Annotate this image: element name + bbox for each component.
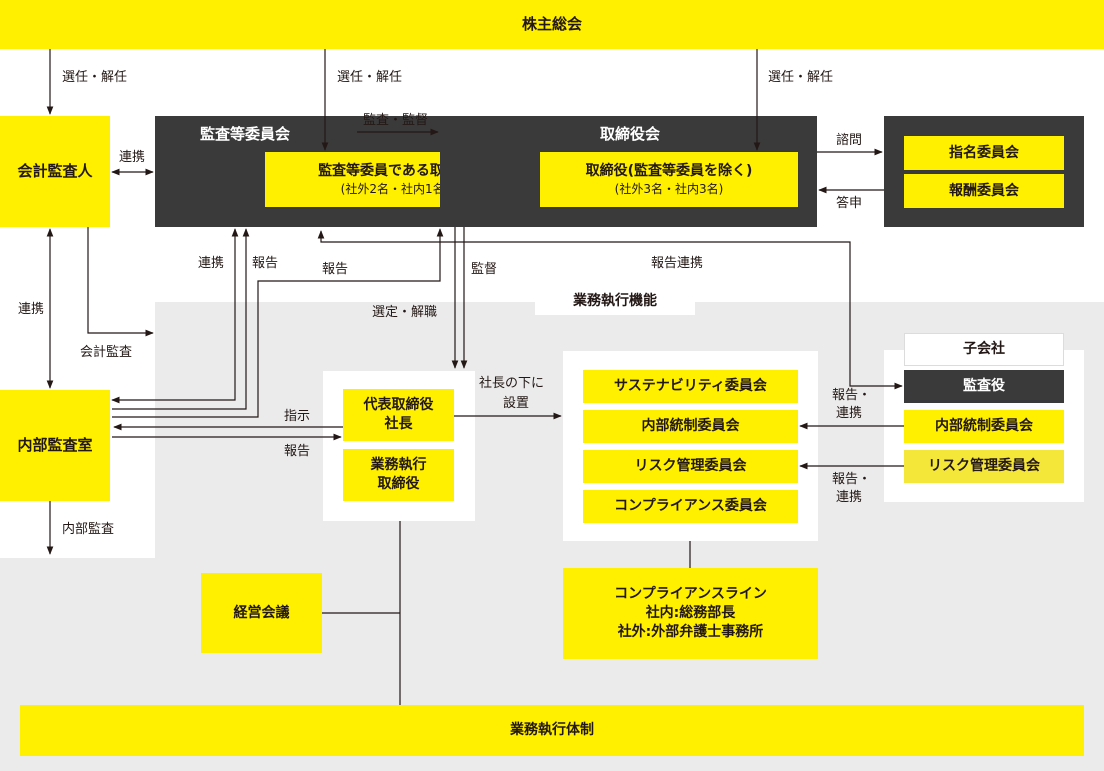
audit-director-line1: 監査等委員である取締役 xyxy=(318,163,472,179)
subsidiary-title: 子会社 xyxy=(904,333,1064,366)
subsidiary-risk-management: リスク管理委員会 xyxy=(904,450,1064,483)
label-supervise: 監督 xyxy=(471,262,498,277)
accounting-auditor: 会計監査人 xyxy=(0,116,110,227)
label-under-president-2: 設置 xyxy=(503,396,530,411)
compliance-line-3: 社外:外部弁護士事務所 xyxy=(617,624,764,640)
label-under-president-1: 社長の下に xyxy=(479,376,545,391)
internal-control-committee: 内部統制委員会 xyxy=(583,410,798,443)
label-coop-left: 連携 xyxy=(18,302,45,317)
compensation-committee: 報酬委員会 xyxy=(904,174,1064,208)
management-meeting: 経営会議 xyxy=(201,573,322,653)
label-select-dismiss: 選定・解職 xyxy=(372,305,438,320)
exec-line2: 取締役 xyxy=(377,476,420,492)
label-elect-2: 選任・解任 xyxy=(337,70,403,85)
audit-committee-title: 監査等委員会 xyxy=(200,125,291,143)
board-director: 取締役(監査等委員を除く) (社外3名・社内3名) xyxy=(540,152,798,207)
shareholders-meeting: 株主総会 xyxy=(0,0,1104,49)
label-internal-audit: 内部監査 xyxy=(62,522,115,537)
advisory-committees-block xyxy=(884,116,1084,227)
label-report-coop-1b: 連携 xyxy=(836,406,863,421)
arrow-coop-mid xyxy=(111,228,239,404)
compliance-line-box: コンプライアンスライン 社内:総務部長 社外:外部弁護士事務所 xyxy=(563,568,818,659)
subsidiary-auditor: 監査役 xyxy=(904,370,1064,403)
ceo-box: 代表取締役 社長 xyxy=(343,389,454,441)
label-report-coop-top: 報告連携 xyxy=(651,256,704,271)
label-coop-mid: 連携 xyxy=(198,256,225,271)
risk-management-committee: リスク管理委員会 xyxy=(583,450,798,483)
audit-director-line2: (社外2名・社内1名) xyxy=(340,182,450,196)
label-elect-1: 選任・解任 xyxy=(62,70,128,85)
director-line1: 取締役(監査等委員を除く) xyxy=(585,163,753,179)
board-block-bridge xyxy=(440,116,450,227)
nomination-committee: 指名委員会 xyxy=(904,136,1064,170)
ceo-line2: 社長 xyxy=(384,416,413,432)
label-report-mid: 報告 xyxy=(252,256,279,271)
label-audit-supervise: 監査・監督 xyxy=(363,113,429,128)
label-report-board: 報告 xyxy=(322,262,349,277)
arrow-accounting-audit xyxy=(87,227,154,337)
compliance-committee: コンプライアンス委員会 xyxy=(583,490,798,523)
executive-director-box: 業務執行 取締役 xyxy=(343,449,454,501)
director-line2: (社外3名・社内3名) xyxy=(614,182,724,196)
board-title: 取締役会 xyxy=(599,124,660,143)
label-report-coop-1a: 報告・ xyxy=(832,388,872,403)
label-accounting-audit: 会計監査 xyxy=(80,345,133,360)
compliance-line-2: 社内:総務部長 xyxy=(645,605,736,621)
exec-line1: 業務執行 xyxy=(370,457,427,473)
label-report-ia: 報告 xyxy=(284,444,311,459)
label-instruct: 指示 xyxy=(284,409,311,424)
label-elect-3: 選任・解任 xyxy=(768,70,834,85)
label-consult: 諮問 xyxy=(836,133,863,148)
label-report-coop-2a: 報告・ xyxy=(832,472,872,487)
ceo-line1: 代表取締役 xyxy=(363,397,434,413)
arrow-report-mid xyxy=(112,228,250,410)
label-coop-auditor: 連携 xyxy=(119,150,146,165)
label-reply: 答申 xyxy=(836,196,863,211)
label-report-coop-2b: 連携 xyxy=(836,490,863,505)
subsidiary-internal-control: 内部統制委員会 xyxy=(904,410,1064,443)
execution-system: 業務執行体制 xyxy=(20,705,1084,756)
internal-audit-office: 内部監査室 xyxy=(0,390,110,501)
compliance-line-1: コンプライアンスライン xyxy=(614,586,767,602)
arrow-report-coop-top xyxy=(317,230,903,390)
